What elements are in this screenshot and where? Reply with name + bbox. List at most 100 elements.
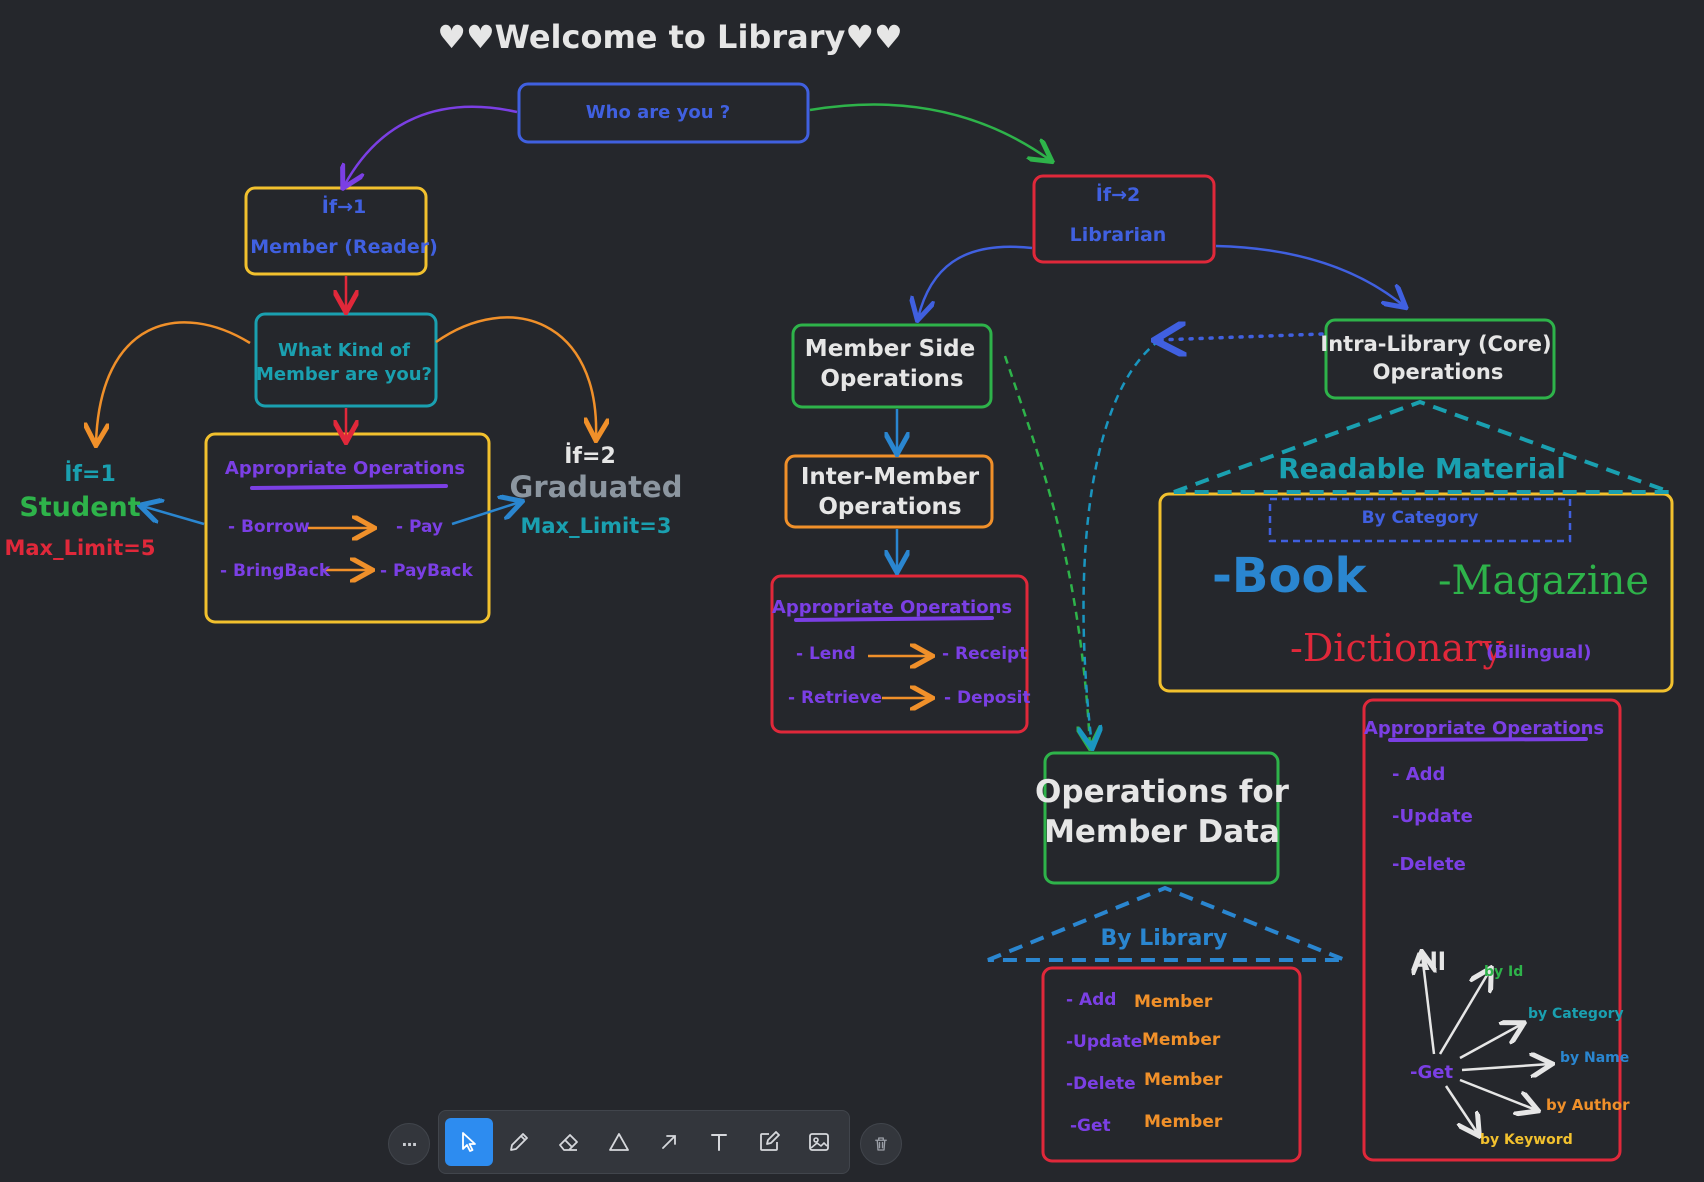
- librarian-label: Librarian: [1069, 224, 1167, 246]
- arrow-tool-button[interactable]: [645, 1118, 693, 1166]
- member-op-payback: - PayBack: [380, 561, 473, 581]
- member-data-update-member: Member: [1142, 1030, 1221, 1050]
- member-ops-heading: Appropriate Operations: [224, 458, 466, 479]
- readable-material-label: Readable Material: [1278, 452, 1566, 485]
- readable-box[interactable]: [1158, 492, 1674, 693]
- get-to-keyword-arrow: [1444, 1085, 1478, 1134]
- member-data-ops-box[interactable]: [1041, 966, 1302, 1163]
- member-data-update: -Update: [1066, 1032, 1143, 1052]
- intra-box[interactable]: [1324, 318, 1556, 400]
- librarian-to-intra-arrow: [1215, 244, 1404, 306]
- get-to-author-arrow: [1459, 1078, 1536, 1110]
- member-reader-box[interactable]: [244, 186, 428, 276]
- select-tool-button[interactable]: [445, 1118, 493, 1166]
- inter-ops-heading: Appropriate Operations: [771, 597, 1013, 618]
- member-data-box[interactable]: [1043, 751, 1280, 885]
- inter-op-lend: - Lend: [796, 644, 856, 664]
- get-to-id-arrow: [1438, 970, 1490, 1055]
- graduated-label: Graduated: [509, 470, 683, 504]
- pencil-icon: [510, 1133, 528, 1151]
- core-op-by-author: by Author: [1546, 1096, 1630, 1114]
- member-data-delete-member: Member: [1144, 1070, 1223, 1090]
- ops-to-graduated-arrow: [451, 502, 520, 526]
- member-side-line1: Member Side: [804, 336, 976, 362]
- ops-heading-underline: [250, 484, 448, 490]
- inter-member-line1: Inter-Member: [800, 464, 980, 490]
- get-to-category-arrow: [1459, 1024, 1522, 1060]
- get-to-all-arrow: [1422, 954, 1434, 1055]
- delete-button[interactable]: [860, 1123, 902, 1165]
- core-ops-heading: Appropriate Operations: [1363, 718, 1605, 739]
- core-heading-underline: [1388, 737, 1588, 742]
- member-data-line2: Member Data: [1044, 814, 1280, 850]
- who-to-librarian-arrow: [809, 103, 1050, 160]
- student-label: Student: [19, 492, 141, 523]
- bilingual-label: (Bilingual): [1486, 642, 1592, 663]
- core-op-add: - Add: [1392, 764, 1446, 785]
- member-if-label: İf→1: [321, 196, 367, 218]
- book-label: -Book: [1212, 548, 1367, 604]
- member-reader-label: Member (Reader): [250, 236, 438, 258]
- student-if-label: İf=1: [64, 462, 116, 487]
- kind-to-graduated-arrow: [435, 316, 596, 438]
- intra-line2: Operations: [1372, 360, 1504, 384]
- intra-dotted-arrow: [1158, 334, 1324, 340]
- core-op-all: All: [1411, 948, 1447, 976]
- note-icon: [760, 1131, 780, 1151]
- core-op-update: -Update: [1392, 806, 1473, 827]
- eraser-icon: [559, 1134, 578, 1151]
- drawing-toolbar: [438, 1110, 850, 1174]
- core-op-delete: -Delete: [1392, 854, 1466, 875]
- magazine-label: -Magazine: [1438, 558, 1650, 604]
- intra-to-data-dashed: [1083, 338, 1161, 746]
- by-library-roof: [987, 885, 1346, 962]
- inter-op-deposit: - Deposit: [944, 688, 1031, 708]
- dictionary-label: -Dictionary: [1290, 626, 1504, 670]
- intra-line1: Intra-Library (Core): [1320, 332, 1552, 356]
- core-op-by-category: by Category: [1528, 1006, 1624, 1022]
- text-icon: [711, 1134, 727, 1151]
- inter-op-retrieve: - Retrieve: [788, 688, 883, 708]
- core-ops-box[interactable]: [1362, 698, 1622, 1162]
- ops-to-student-arrow: [142, 506, 205, 526]
- trash-icon: [875, 1137, 887, 1151]
- member-op-pay: - Pay: [396, 517, 444, 537]
- student-limit: Max_Limit=5: [4, 536, 156, 560]
- select-icon: [462, 1132, 476, 1152]
- readable-roof: [1173, 399, 1671, 494]
- page-title: ♥♥Welcome to Library♥♥: [437, 18, 903, 56]
- member-data-line1: Operations for: [1035, 774, 1289, 810]
- member-data-add-member: Member: [1134, 992, 1213, 1012]
- get-to-name-arrow: [1461, 1064, 1550, 1070]
- pencil-tool-button[interactable]: [495, 1118, 543, 1166]
- image-tool-button[interactable]: [795, 1118, 843, 1166]
- graduated-limit: Max_Limit=3: [520, 514, 672, 538]
- member-op-bringback: - BringBack: [220, 561, 331, 581]
- shape-tool-button[interactable]: [595, 1118, 643, 1166]
- inter-ops-box[interactable]: [770, 574, 1029, 734]
- inter-op-receipt: - Receipt: [942, 644, 1028, 664]
- shape-icon: [609, 1133, 629, 1151]
- who-box[interactable]: [517, 82, 810, 144]
- by-category-box[interactable]: [1268, 497, 1572, 543]
- librarian-box[interactable]: [1032, 174, 1216, 264]
- core-op-by-keyword: by Keyword: [1480, 1132, 1573, 1148]
- eraser-tool-button[interactable]: [545, 1118, 593, 1166]
- core-op-get: -Get: [1410, 1062, 1454, 1083]
- note-tool-button[interactable]: [745, 1118, 793, 1166]
- what-kind-line1: What Kind of: [278, 340, 410, 361]
- core-op-by-name: by Name: [1560, 1050, 1630, 1066]
- more-menu-button[interactable]: ···: [388, 1123, 430, 1165]
- core-op-by-id: by Id: [1484, 964, 1524, 980]
- image-icon: [809, 1133, 829, 1151]
- member-data-delete: -Delete: [1066, 1074, 1136, 1094]
- member-op-borrow: - Borrow: [228, 517, 310, 537]
- graduated-if-label: İf=2: [564, 444, 616, 469]
- member-side-line2: Operations: [820, 366, 964, 392]
- by-library-label: By Library: [1100, 926, 1228, 951]
- what-kind-line2: Member are you?: [256, 364, 432, 385]
- member-side-box[interactable]: [791, 323, 993, 409]
- inter-member-line2: Operations: [818, 494, 962, 520]
- text-tool-button[interactable]: [695, 1118, 743, 1166]
